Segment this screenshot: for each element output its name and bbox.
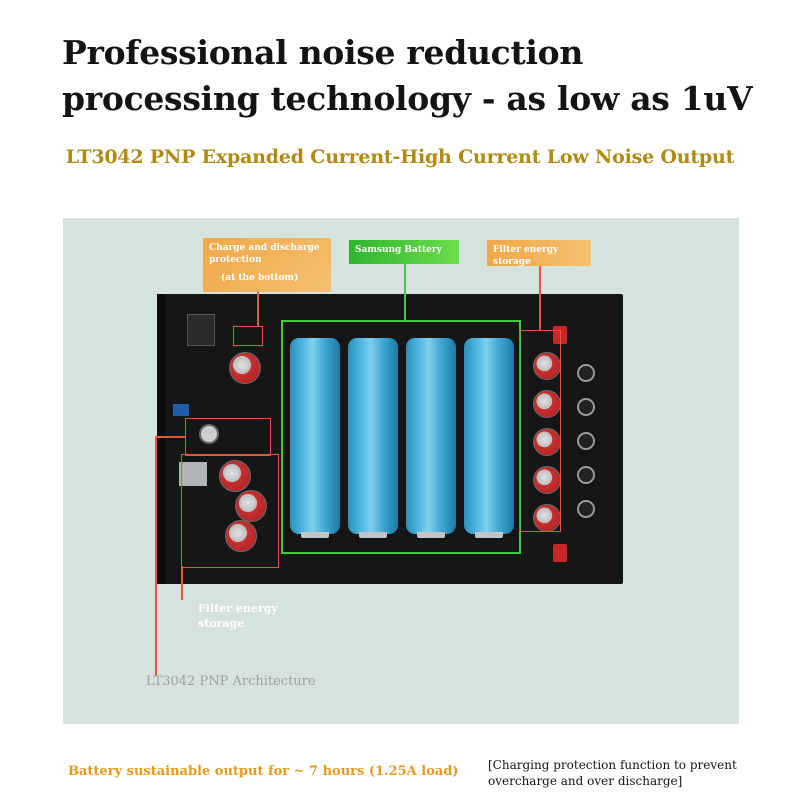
charge-protection-callout: Charge and discharge protection (at the …: [203, 238, 331, 292]
battery-cell: [464, 338, 514, 534]
filter-right-box: [519, 330, 561, 532]
battery-cell: [348, 338, 398, 534]
filter-callout-line: [539, 262, 541, 330]
architecture-label: LT3042 PNP Architecture: [146, 674, 316, 689]
capacitor: [219, 460, 251, 492]
output-jack: [577, 500, 595, 518]
capacitor: [225, 520, 257, 552]
capacitor: [229, 352, 261, 384]
charge-callout-line: [257, 284, 259, 326]
charge-protection-box: [233, 326, 263, 346]
capacitor: [235, 490, 267, 522]
architecture-box: [185, 418, 271, 456]
headline: Professional noise reduction processing …: [62, 33, 753, 118]
samsung-battery-label: Samsung Battery: [355, 245, 442, 255]
battery-output-note: Battery sustainable output for ~ 7 hours…: [68, 764, 459, 779]
capacitor: [533, 352, 561, 380]
battery-cell: [290, 338, 340, 534]
battery-cell: [406, 338, 456, 534]
product-photo-panel: Charge and discharge protection (at the …: [63, 218, 739, 724]
architecture-callout-line: [155, 436, 157, 676]
cell-terminal: [359, 532, 387, 538]
filter-left-box: [181, 454, 279, 568]
filter-energy-left-label: Filter energy storage: [198, 602, 278, 630]
subheadline: LT3042 PNP Expanded Current-High Current…: [65, 146, 735, 168]
output-jack: [577, 398, 595, 416]
battery-callout-line: [404, 262, 406, 320]
samsung-battery-callout: Samsung Battery: [349, 240, 459, 264]
capacitor: [533, 428, 561, 456]
cell-terminal: [475, 532, 503, 538]
potentiometer: [199, 424, 219, 444]
charge-protection-label: Charge and discharge protection: [209, 243, 320, 265]
charge-protection-note: (at the bottom): [221, 273, 299, 283]
output-jack: [577, 364, 595, 382]
architecture-callout-line: [155, 436, 185, 438]
cell-terminal: [417, 532, 445, 538]
battery-highlight-box: [281, 320, 521, 554]
output-jack: [577, 432, 595, 450]
dc-input-jack: [187, 314, 215, 346]
power-switch: [553, 544, 567, 562]
cell-terminal: [301, 532, 329, 538]
charging-protection-note: [Charging protection function to prevent…: [488, 758, 737, 788]
filter-energy-right-callout: Filter energy storage: [487, 240, 591, 267]
output-jack: [577, 466, 595, 484]
filter-left-callout-line: [181, 566, 183, 600]
blue-component: [173, 404, 189, 416]
filter-energy-right-label: Filter energy storage: [493, 245, 559, 267]
usb-port: [179, 462, 207, 486]
